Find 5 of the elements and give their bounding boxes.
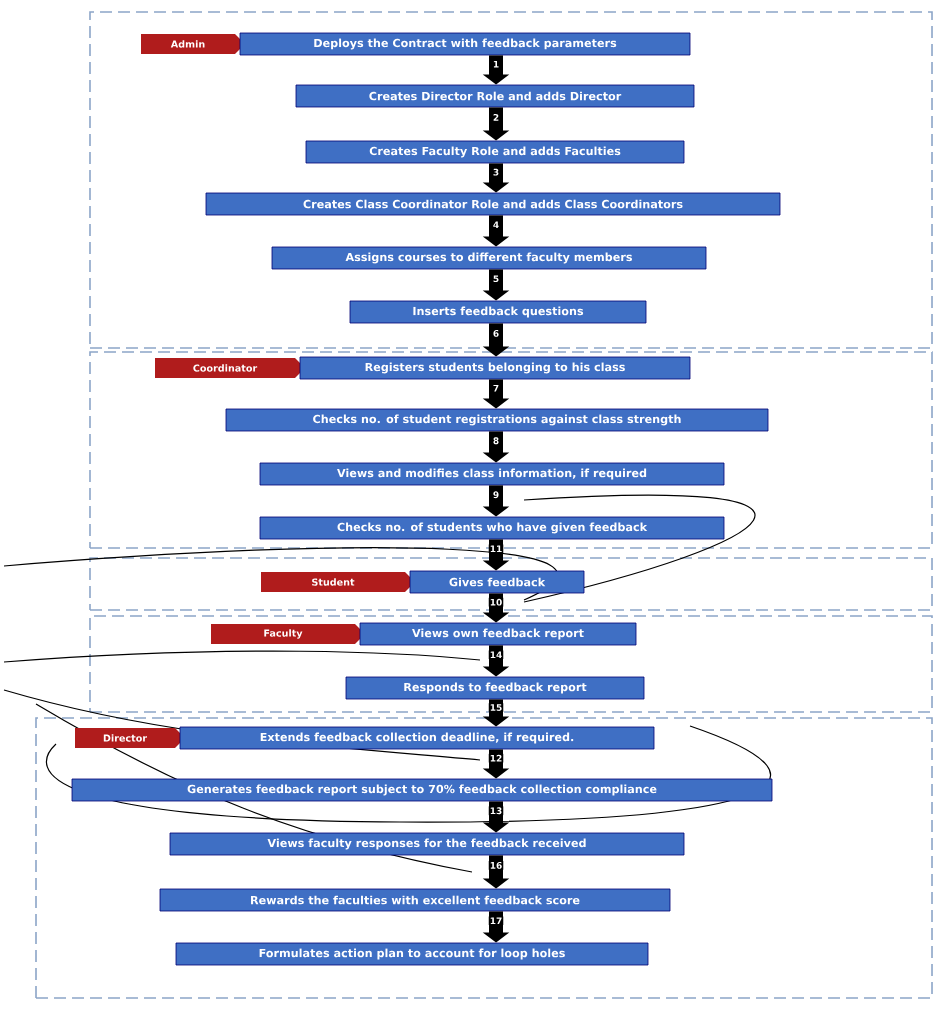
- dashed-panel: [89, 615, 933, 713]
- dashed-panel: [35, 717, 933, 999]
- dashed-panel: [89, 351, 933, 549]
- dashed-panel: [89, 557, 933, 611]
- dashed-panel: [89, 11, 933, 349]
